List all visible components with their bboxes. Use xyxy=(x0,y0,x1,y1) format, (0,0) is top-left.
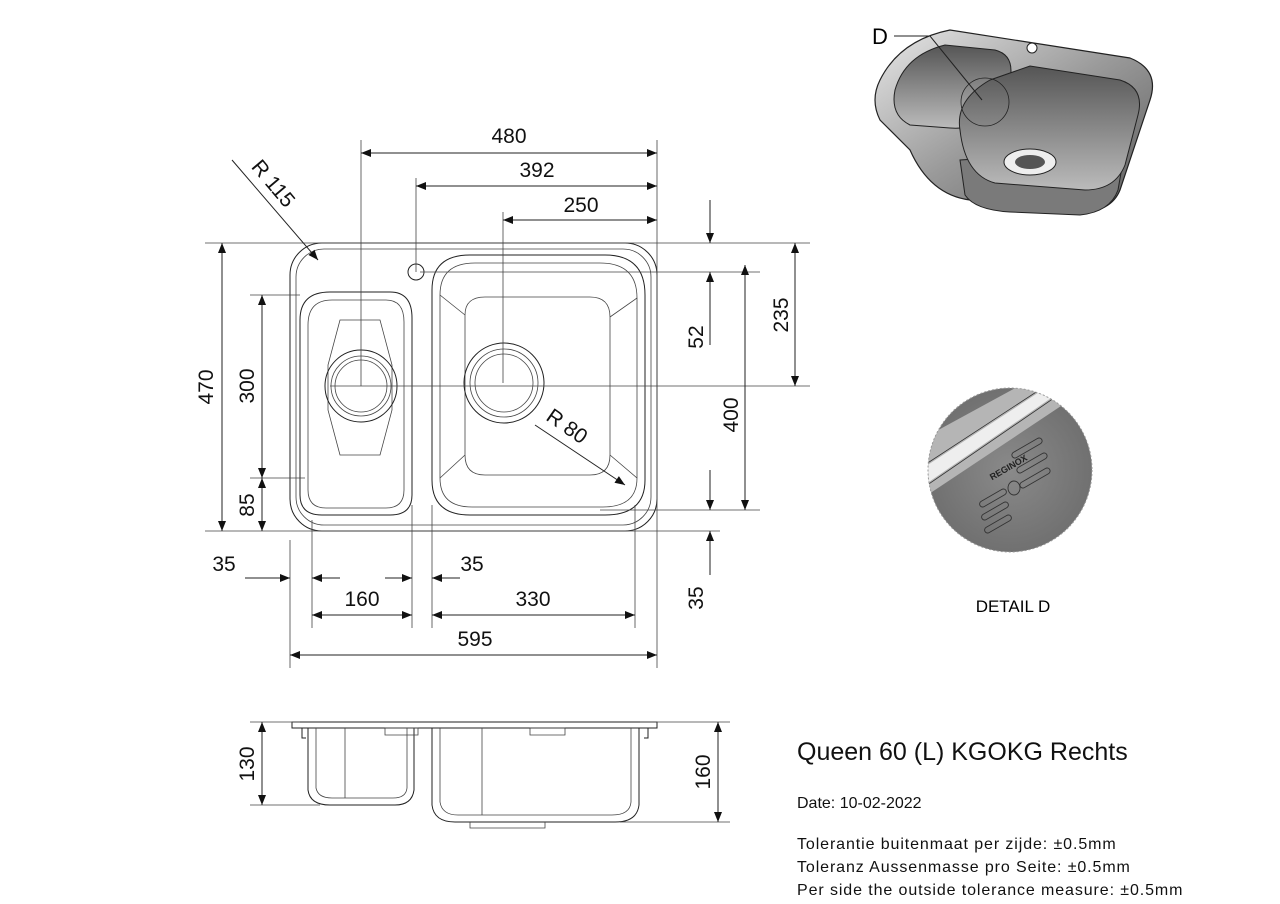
tolerance-german: Toleranz Aussenmasse pro Seite: ±0.5mm xyxy=(797,859,1131,876)
right-drain xyxy=(463,342,545,424)
callout-d: D xyxy=(872,24,888,49)
side-view: 130 160 xyxy=(236,721,730,829)
dim-595: 595 xyxy=(457,628,492,651)
dim-35-mid: 35 xyxy=(460,553,483,576)
tolerance-dutch: Tolerantie buitenmaat per zijde: ±0.5mm xyxy=(797,836,1117,853)
detail-d-label: DETAIL D xyxy=(976,597,1051,616)
dim-35-left: 35 xyxy=(212,553,235,576)
dim-392: 392 xyxy=(519,159,554,182)
dim-52: 52 xyxy=(685,325,708,348)
dim-330: 330 xyxy=(515,588,550,611)
dim-r80: R 80 xyxy=(542,405,592,449)
dim-470: 470 xyxy=(195,369,218,404)
tolerance-english: Per side the outside tolerance measure: … xyxy=(797,882,1184,899)
top-view xyxy=(205,140,810,668)
dim-250: 250 xyxy=(563,194,598,217)
dim-160-height: 160 xyxy=(692,754,715,789)
drawing-date: Date: 10-02-2022 xyxy=(797,795,922,812)
right-bowl xyxy=(431,254,646,516)
detail-callout-circle xyxy=(960,77,1010,127)
dim-400: 400 xyxy=(720,397,743,432)
sink-outline xyxy=(289,242,658,532)
dim-160: 160 xyxy=(344,588,379,611)
dim-35-right: 35 xyxy=(685,586,708,609)
dim-85: 85 xyxy=(236,493,259,516)
dim-480: 480 xyxy=(491,125,526,148)
dimensions: 480 392 250 R 115 470 300 85 52 235 400 … xyxy=(195,125,799,659)
detail-d: REGINOX DETAIL D xyxy=(927,387,1093,616)
dim-r115: R 115 xyxy=(247,156,300,213)
dim-300: 300 xyxy=(236,368,259,403)
left-bowl xyxy=(299,291,413,516)
product-title: Queen 60 (L) KGOKG Rechts xyxy=(797,738,1128,766)
dim-235: 235 xyxy=(770,297,793,332)
dim-130: 130 xyxy=(236,746,259,781)
sink-3d-view: D xyxy=(872,24,1154,216)
